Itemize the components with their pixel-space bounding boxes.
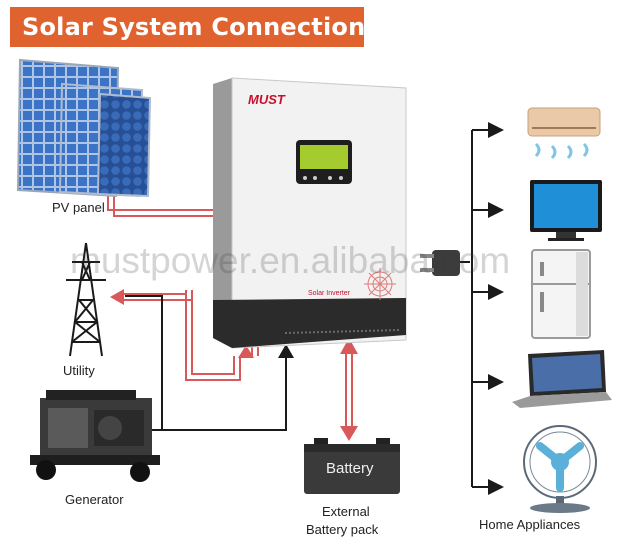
laptop-icon [512, 350, 612, 408]
fan-icon [523, 425, 597, 513]
battery-label: Battery [326, 460, 374, 477]
battery-wire [340, 338, 358, 441]
inverter-unit [213, 77, 407, 349]
refrigerator-icon [531, 249, 591, 339]
battery-pack-label-line1: External [322, 504, 370, 519]
battery-icon [304, 438, 400, 494]
page-title: Solar System Connection [22, 13, 366, 41]
home-appliances-label: Home Appliances [479, 517, 581, 532]
ac-input-arrow-icon [278, 344, 294, 358]
solar-panel-icon [16, 58, 152, 198]
generator-icon [30, 390, 160, 482]
transmission-tower-icon [66, 242, 106, 357]
air-conditioner-icon [527, 107, 601, 160]
inverter-brand: MUST [248, 92, 285, 107]
generator-label: Generator [65, 492, 124, 507]
title-bar [10, 7, 364, 47]
utility-label: Utility [63, 363, 95, 378]
watermark: mustpower.en.alibaba.com [70, 240, 511, 281]
tv-icon [530, 180, 602, 241]
pv-input-arrow-icon [238, 345, 254, 358]
output-branches [472, 122, 504, 495]
plug-icon [420, 250, 460, 276]
utility-red-wire [120, 293, 192, 301]
inverter-model-label: Solar Inverter [308, 290, 351, 297]
battery-pack-label-line2: Battery pack [306, 522, 379, 537]
utility-arrow-icon [110, 289, 124, 305]
pv-panel-label: PV panel [52, 200, 105, 215]
